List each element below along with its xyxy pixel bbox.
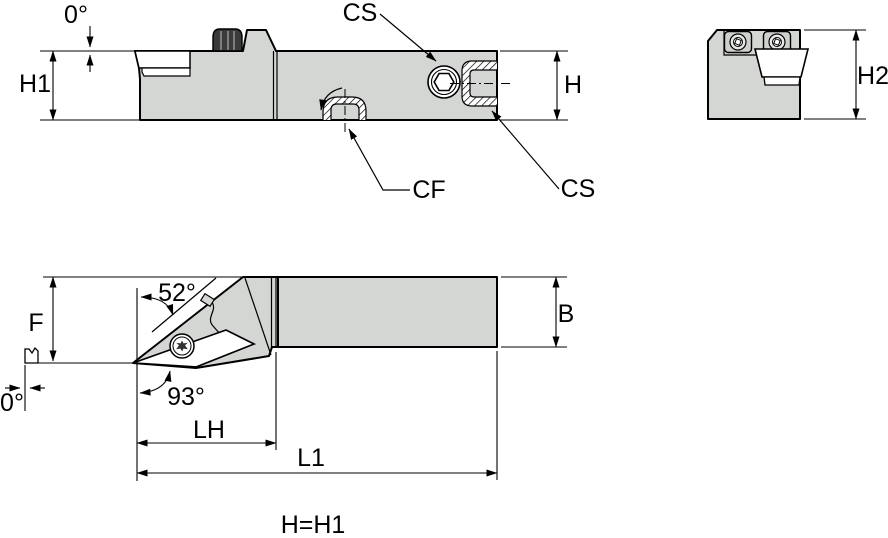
shim-front <box>763 76 801 86</box>
side-view-body <box>134 29 498 121</box>
coolant-port-cf-icon <box>319 87 367 133</box>
flow-arrow <box>319 87 343 111</box>
coolant-port-end-icon <box>450 60 512 107</box>
angle-0-bottom-label: 0° <box>0 389 24 417</box>
angle-0-top: 0° <box>64 1 94 72</box>
head-shank-junction <box>272 51 278 120</box>
side-view: H1 0° CS H CF CS <box>19 0 595 204</box>
dim-h2: H2 <box>804 29 888 120</box>
head-facet-edge <box>244 277 272 356</box>
dim-f: F <box>25 276 242 364</box>
workpiece-corner-icon <box>24 346 39 364</box>
dim-h1: H1 <box>19 50 139 121</box>
label-cs-end: CS <box>491 110 596 203</box>
dim-b: B <box>501 276 575 348</box>
dim-lh: LH <box>136 352 277 450</box>
shim-plate <box>141 67 191 77</box>
pocket-edge-52 <box>151 277 217 333</box>
clamp-screw-side-icon <box>212 28 243 52</box>
dim-lh-label: LH <box>193 416 225 444</box>
dim-h1-label: H1 <box>19 70 51 98</box>
dim-h: H <box>500 50 582 121</box>
angle-93-label: 93° <box>167 383 205 411</box>
dim-h-label: H <box>564 71 582 99</box>
label-cs-top: CS <box>343 0 437 62</box>
label-cf: CF <box>348 128 446 204</box>
torx-screw-icon <box>169 333 195 359</box>
dim-f-label: F <box>28 309 43 337</box>
angle-93: 93° <box>139 370 205 411</box>
hex-socket-icon <box>427 65 461 99</box>
head-shank-junction <box>270 277 277 347</box>
top-view-shank <box>271 276 498 348</box>
angle-52-label: 52° <box>158 279 196 307</box>
end-view: H2 <box>707 29 888 120</box>
angle-0-bottom: 0° <box>0 365 45 417</box>
insert-front-profile <box>753 48 810 78</box>
cs-end-label: CS <box>561 175 596 203</box>
dim-b-label: B <box>558 300 575 328</box>
clamp-screw-left-icon <box>723 30 753 54</box>
top-view: 52° 93° F 0° B <box>0 276 575 481</box>
angle-52: 52° <box>140 279 196 316</box>
dim-l1: L1 <box>136 351 498 480</box>
torx-star <box>176 340 188 352</box>
dim-l1-label: L1 <box>297 444 325 472</box>
cs-top-label: CS <box>343 0 378 27</box>
dim-h2-label: H2 <box>857 62 888 90</box>
footer-equation: H=H1 <box>281 511 346 538</box>
insert-side-profile <box>134 50 191 69</box>
cf-label: CF <box>412 176 445 204</box>
angle-0-top-label: 0° <box>64 1 88 29</box>
clamp-screw-right-icon <box>762 30 792 54</box>
